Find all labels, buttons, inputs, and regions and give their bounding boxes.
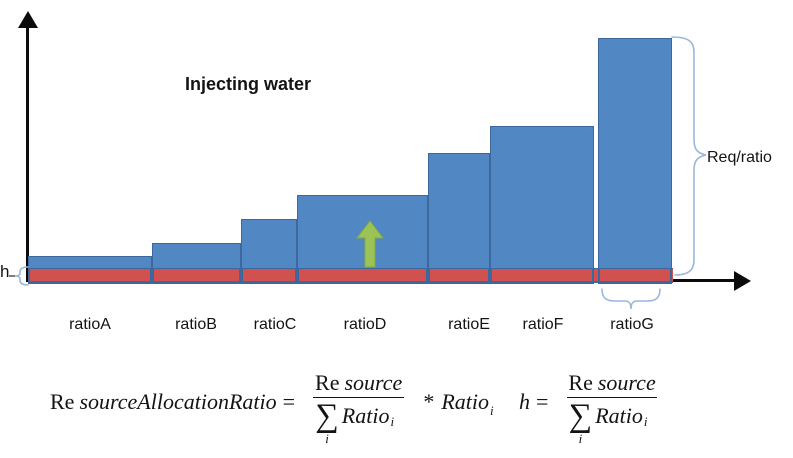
sum-index: i: [325, 431, 329, 446]
bar-edge-line: [152, 268, 154, 283]
sum-index: i: [578, 431, 583, 446]
h-brace: [9, 266, 29, 286]
up-arrow-icon: [355, 220, 385, 268]
y-axis: [26, 26, 29, 282]
subscript: i: [390, 414, 395, 429]
formula-text: Ratio: [441, 388, 489, 414]
formula-text: source: [344, 370, 403, 395]
bar-edge-line: [150, 268, 152, 283]
formula-text: source: [597, 370, 656, 395]
equals-sign: =: [536, 388, 549, 414]
req-ratio-brace: [671, 36, 707, 276]
category-label-ratioE: ratioE: [448, 316, 490, 333]
bar-edge-line: [592, 268, 594, 283]
subscript: i: [643, 414, 648, 429]
x-axis-arrowhead-icon: [734, 271, 751, 291]
bar-ratioF: [490, 126, 594, 284]
bar-edge-line: [297, 268, 299, 283]
bar-edge-line: [598, 268, 600, 283]
formula-text: sourceAllocationRatio: [79, 388, 277, 414]
ratio-g-underbrace: [601, 288, 661, 310]
formula-text: Re: [315, 370, 340, 395]
req-ratio-label: Req/ratio: [707, 149, 772, 166]
category-label-ratioD: ratioD: [343, 316, 387, 333]
bar-edge-line: [239, 268, 241, 283]
bar-edge-line: [295, 268, 297, 283]
category-label-ratioB: ratioB: [175, 316, 217, 333]
bar-edge-line: [28, 268, 30, 283]
bar-ratioE: [428, 153, 490, 284]
formula-text: Ratio: [341, 403, 390, 428]
category-label-ratioG: ratioG: [610, 316, 654, 333]
bar-edge-line: [426, 268, 428, 283]
chart-title: Injecting water: [185, 74, 312, 94]
bar-edge-line: [490, 268, 492, 283]
sum-symbol: ∑: [315, 398, 339, 434]
y-axis-arrowhead-icon: [18, 11, 38, 28]
h-label: h: [0, 262, 10, 281]
category-label-ratioC: ratioC: [253, 316, 297, 333]
bar-edge-line: [488, 268, 490, 283]
equals-sign: =: [282, 388, 296, 414]
h-strip: [28, 268, 673, 283]
multiply-sign: *: [423, 388, 435, 414]
bar-edge-line: [670, 268, 672, 283]
bar-edge-line: [428, 268, 430, 283]
bar-ratioG: [598, 38, 672, 284]
sum-symbol: ∑: [568, 398, 593, 434]
formula-text: Re: [50, 388, 75, 414]
formula-text: h: [519, 388, 530, 414]
category-label-ratioF: ratioF: [522, 316, 564, 333]
bar-edge-line: [241, 268, 243, 283]
subscript: i: [490, 402, 494, 418]
formula-text: Re: [568, 370, 593, 395]
category-label-ratioA: ratioA: [69, 316, 111, 333]
formula-text: Ratio: [595, 403, 643, 428]
